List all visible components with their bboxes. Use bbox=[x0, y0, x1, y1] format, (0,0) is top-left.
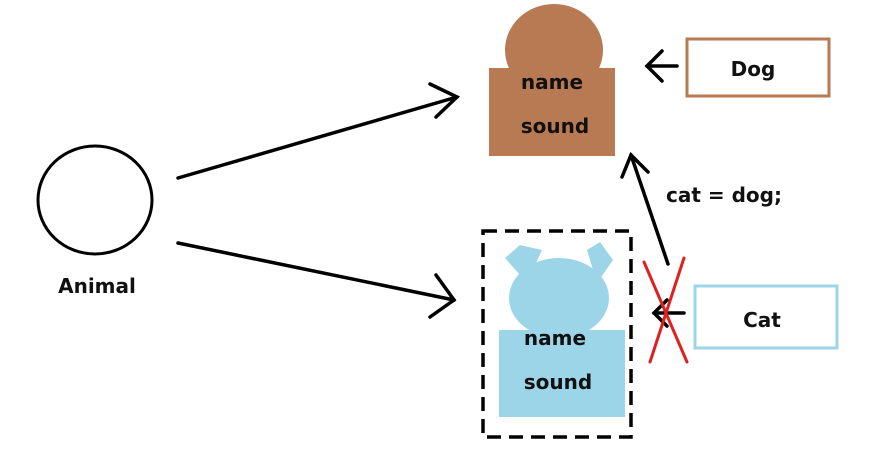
assignment-label: cat = dog; bbox=[666, 183, 782, 207]
animal-circle bbox=[36, 144, 154, 256]
cat-left-ear bbox=[505, 245, 542, 283]
cat-object-dashed-border bbox=[481, 229, 633, 439]
dog-body bbox=[489, 68, 615, 156]
cat-ref-box bbox=[693, 284, 839, 350]
cat-head bbox=[509, 258, 609, 338]
cat-object: name sound bbox=[499, 242, 625, 417]
arrow-dog-ref bbox=[644, 49, 679, 83]
cat-body bbox=[499, 330, 625, 417]
dog-ref-box bbox=[685, 37, 831, 98]
cat-right-ear bbox=[587, 242, 613, 283]
animal-label: Animal bbox=[58, 274, 136, 298]
dog-ref-label: Dog bbox=[731, 57, 776, 81]
arrow-animal-to-dog bbox=[176, 82, 461, 180]
arrow-animal-to-cat bbox=[176, 241, 457, 319]
cross-mark bbox=[642, 256, 689, 364]
cat-field-sound: sound bbox=[524, 370, 592, 394]
dog-field-name: name bbox=[521, 70, 583, 94]
cat-field-name: name bbox=[524, 326, 586, 350]
cat-ref-label: Cat bbox=[743, 308, 781, 332]
dog-object: name sound bbox=[489, 4, 615, 156]
arrow-cat-ref-to-dog bbox=[620, 151, 670, 266]
dog-field-sound: sound bbox=[521, 114, 589, 138]
